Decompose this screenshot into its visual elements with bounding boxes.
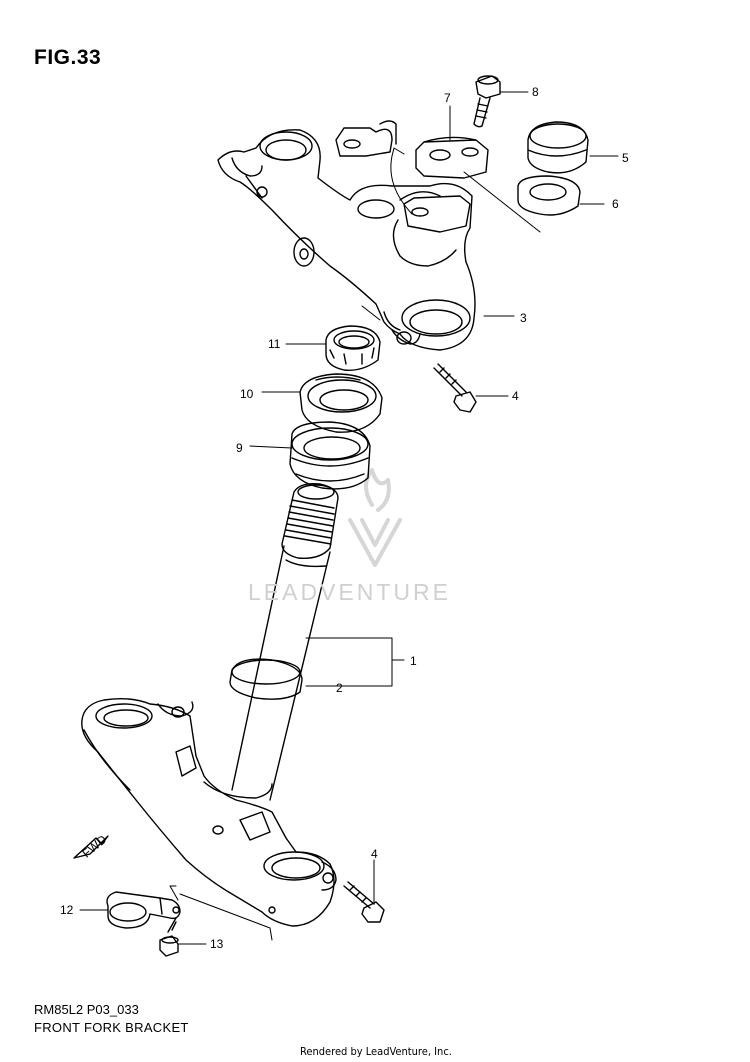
callout-9[interactable]: 9: [236, 441, 243, 455]
callout-1[interactable]: 1: [410, 654, 417, 668]
callout-12[interactable]: 12: [60, 903, 74, 917]
leader-lines: [79, 91, 619, 945]
pinch-bolt-upper[interactable]: [433, 363, 477, 413]
callout-4-lower[interactable]: 4: [371, 847, 378, 861]
fork-stem[interactable]: [231, 482, 339, 801]
rendered-by-credit: Rendered by LeadVenture, Inc.: [300, 1045, 452, 1058]
lower-bracket[interactable]: [81, 697, 337, 927]
pinch-bolt-lower[interactable]: [343, 881, 385, 923]
washer[interactable]: [517, 175, 581, 216]
bearing-lower[interactable]: [289, 421, 371, 490]
upper-bracket[interactable]: [217, 120, 476, 351]
callout-4-upper[interactable]: 4: [512, 389, 519, 403]
callout-8[interactable]: 8: [532, 85, 539, 99]
holder-bolt[interactable]: [473, 75, 501, 128]
figure-title: FIG.33: [34, 46, 102, 69]
diagram-code: RM85L2 P03_033: [34, 1002, 139, 1017]
callout-10[interactable]: 10: [240, 387, 254, 401]
watermark-logo: [348, 468, 402, 567]
fwd-arrow-icon: [73, 835, 109, 859]
bearing-upper[interactable]: [299, 373, 383, 433]
diagram-caption: FRONT FORK BRACKET: [34, 1020, 189, 1035]
callout-5[interactable]: 5: [622, 151, 629, 165]
callout-3[interactable]: 3: [520, 311, 527, 325]
handlebar-holder[interactable]: [415, 136, 489, 179]
callout-numbers: 1 2 3 4 5 6 7 8 9 10 11 12 13 4: [60, 85, 629, 951]
callout-2[interactable]: 2: [336, 681, 343, 695]
dust-seal[interactable]: [229, 658, 303, 700]
clamp-bolt[interactable]: [159, 917, 179, 957]
hose-clamp[interactable]: [106, 891, 181, 929]
cap[interactable]: [527, 121, 589, 174]
fwd-label: FWD: [79, 832, 109, 861]
callout-11[interactable]: 11: [268, 337, 281, 351]
callout-13[interactable]: 13: [210, 937, 224, 951]
stem-nut[interactable]: [325, 325, 381, 371]
watermark-text: LEADVENTURE: [248, 579, 451, 605]
callout-7[interactable]: 7: [444, 91, 451, 105]
callout-6[interactable]: 6: [612, 197, 619, 211]
